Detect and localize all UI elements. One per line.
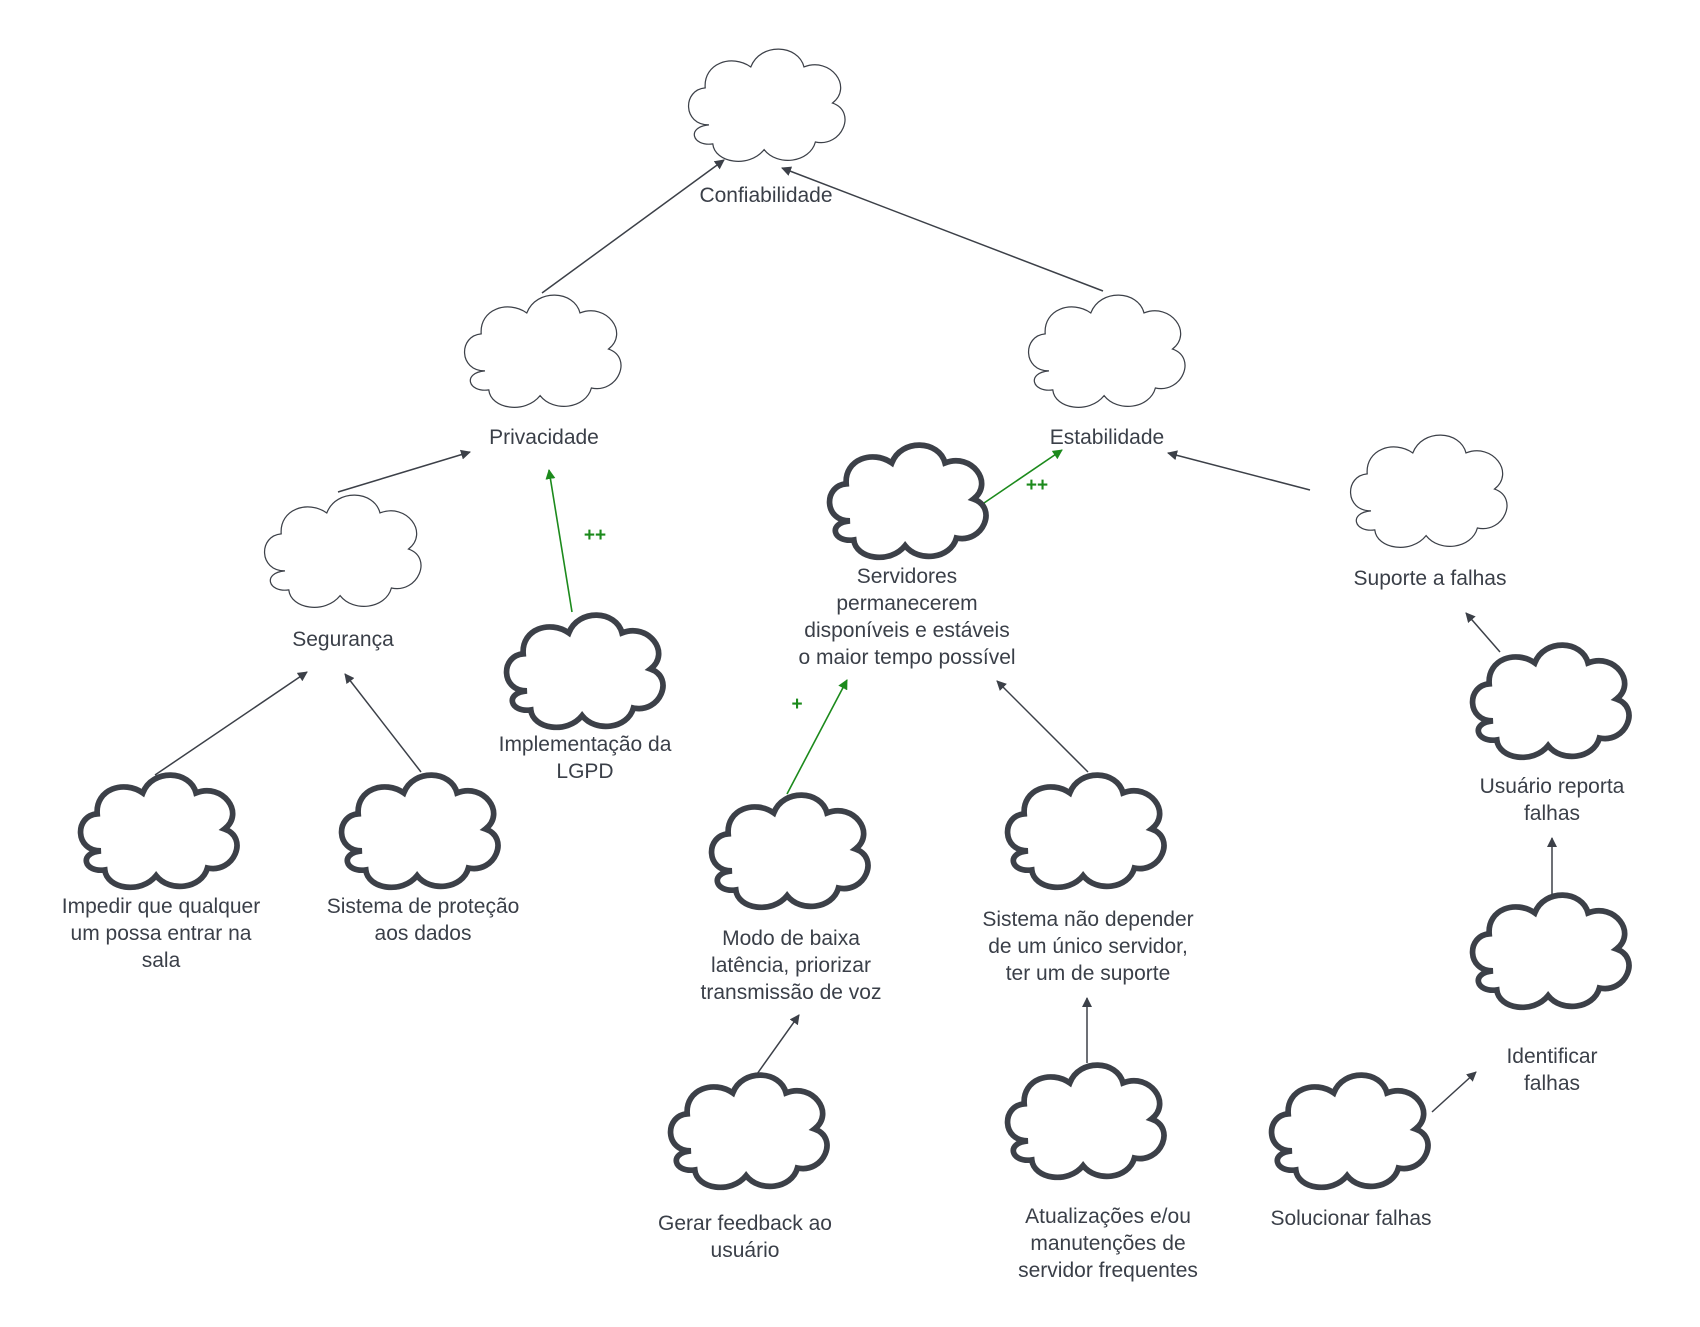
links-layer [154,159,1557,1113]
label-estabilidade: Estabilidade [1049,426,1165,449]
label-identificar-falhas: Identificar falhas [1506,1045,1598,1095]
cloud-servidores-icon [830,445,986,557]
link-latencia-servidores [786,679,848,795]
cloud-impedir-sala-icon [81,775,237,887]
label-protecao-dados: Sistema de proteção aos dados [326,895,520,945]
cloud-baixa-latencia-icon [712,795,868,907]
link-feedback-latencia [756,1014,800,1075]
label-solucionar-falhas: Solucionar falhas [1270,1207,1432,1230]
link-servidor-suporte-servidores [996,680,1089,773]
mark-lgpd-privacidade: ++ [583,525,607,546]
link-servidores-estabilidade [983,449,1063,504]
cloud-privacidade-icon [463,294,622,408]
label-servidor-suporte: Sistema não depender de um único servido… [982,908,1194,985]
link-estabilidade-confiabilidade [781,166,1104,292]
cloud-estabilidade-icon [1027,294,1186,408]
cloud-lgpd-icon [507,615,663,727]
label-usuario-reporta: Usuário reporta falhas [1479,775,1625,825]
label-impedir-sala: Impedir que qualquer um possa entrar na … [61,895,261,972]
link-privacidade-confiabilidade [541,159,725,294]
label-lgpd: Implementação da LGPD [498,733,672,783]
cloud-identificar-falhas-icon [1473,895,1629,1007]
label-suporte-falhas: Suporte a falhas [1353,567,1507,590]
mark-servidores-estabilidade: ++ [1025,475,1049,496]
cloud-feedback-usuario-icon [671,1075,827,1187]
cloud-usuario-reporta-icon [1473,645,1629,757]
label-seguranca: Segurança [292,628,394,651]
label-feedback-usuario: Gerar feedback ao usuário [658,1212,832,1262]
link-lgpd-privacidade [545,469,573,613]
link-impedir-seguranca [154,671,308,776]
cloud-solucionar-falhas-icon [1272,1075,1428,1187]
link-suporte-estabilidade [1167,450,1311,491]
link-seguranca-privacidade [337,449,471,493]
cloud-atualizacoes-icon [1008,1065,1164,1177]
cloud-confiabilidade-icon [687,48,846,162]
label-servidores: Servidores permanecerem disponíveis e es… [798,565,1016,669]
mark-latencia-servidores: + [791,694,803,715]
label-baixa-latencia: Modo de baixa latência, priorizar transm… [700,927,882,1004]
link-reporta-suporte [1465,612,1501,653]
label-privacidade: Privacidade [489,426,599,449]
link-solucionar-identificar [1431,1071,1477,1113]
cloud-servidor-suporte-icon [1008,775,1164,887]
link-protecao-seguranca [344,673,422,773]
cloud-protecao-dados-icon [342,775,498,887]
cloud-seguranca-icon [263,494,422,608]
label-atualizacoes: Atualizações e/ou manutenções de servido… [1018,1205,1198,1282]
cloud-suporte-falhas-icon [1349,434,1508,548]
label-confiabilidade: Confiabilidade [699,184,833,207]
